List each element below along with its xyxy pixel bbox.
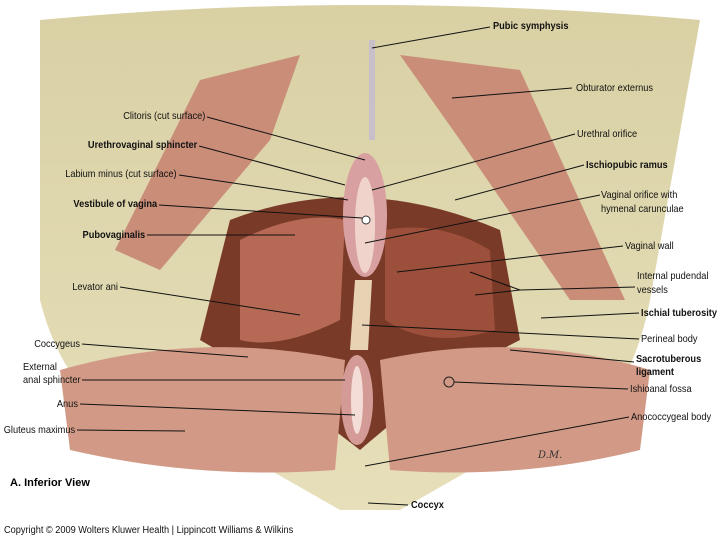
label-labium-minus: Labium minus (cut surface)	[65, 168, 177, 180]
artist-signature: D.M.	[537, 450, 562, 461]
label-clitoris: Clitoris (cut surface)	[122, 110, 205, 122]
label-vessels: vessels	[637, 284, 668, 296]
label-levator-ani: Levator ani	[72, 281, 118, 293]
label-anus: Anus	[56, 398, 78, 410]
figure-label: A.	[10, 477, 21, 489]
label-ischial-tuberosity: Ischial tuberosity	[641, 307, 717, 319]
label-obturator-externus: Obturator externus	[576, 82, 654, 94]
figure-title: Inferior View	[24, 477, 90, 489]
label-vaginal-orifice: Vaginal orifice with	[601, 189, 678, 201]
label-vestibule: Vestibule of vagina	[73, 198, 157, 210]
label-ishioanal-fossa: Ishioanal fossa	[630, 383, 692, 395]
label-pubic-symphysis: Pubic symphysis	[493, 20, 569, 32]
label-urethrovaginal-sphincter: Urethrovaginal sphincter	[87, 139, 197, 151]
label-sacrotuberous: Sacrotuberous	[636, 353, 702, 365]
label-external: External	[23, 361, 57, 373]
label-ischiopubic-ramus: Ischiopubic ramus	[586, 159, 668, 171]
label-anal-sphincter: anal sphincter	[23, 374, 81, 386]
figure-caption: A. Inferior View	[10, 477, 90, 489]
copyright: Copyright © 2009 Wolters Kluwer Health |…	[4, 525, 294, 536]
label-gluteus-maximus: Gluteus maximus	[3, 424, 75, 436]
label-perineal-body: Perineal body	[641, 333, 698, 345]
label-internal-pudendal: Internal pudendal	[637, 270, 709, 282]
label-pubovaginalis: Pubovaginalis	[82, 229, 145, 241]
label-coccygeus: Coccygeus	[34, 338, 80, 350]
label-coccyx: Coccyx	[411, 499, 444, 511]
label-vaginal-wall: Vaginal wall	[625, 240, 674, 252]
leader-lines	[76, 26, 640, 506]
label-ligament: ligament	[636, 366, 675, 378]
label-urethral-orifice: Urethral orifice	[577, 128, 638, 140]
label-anococcygeal-body: Anococcygeal body	[631, 411, 712, 423]
label-hymenal-carunculae: hymenal carunculae	[601, 203, 684, 215]
